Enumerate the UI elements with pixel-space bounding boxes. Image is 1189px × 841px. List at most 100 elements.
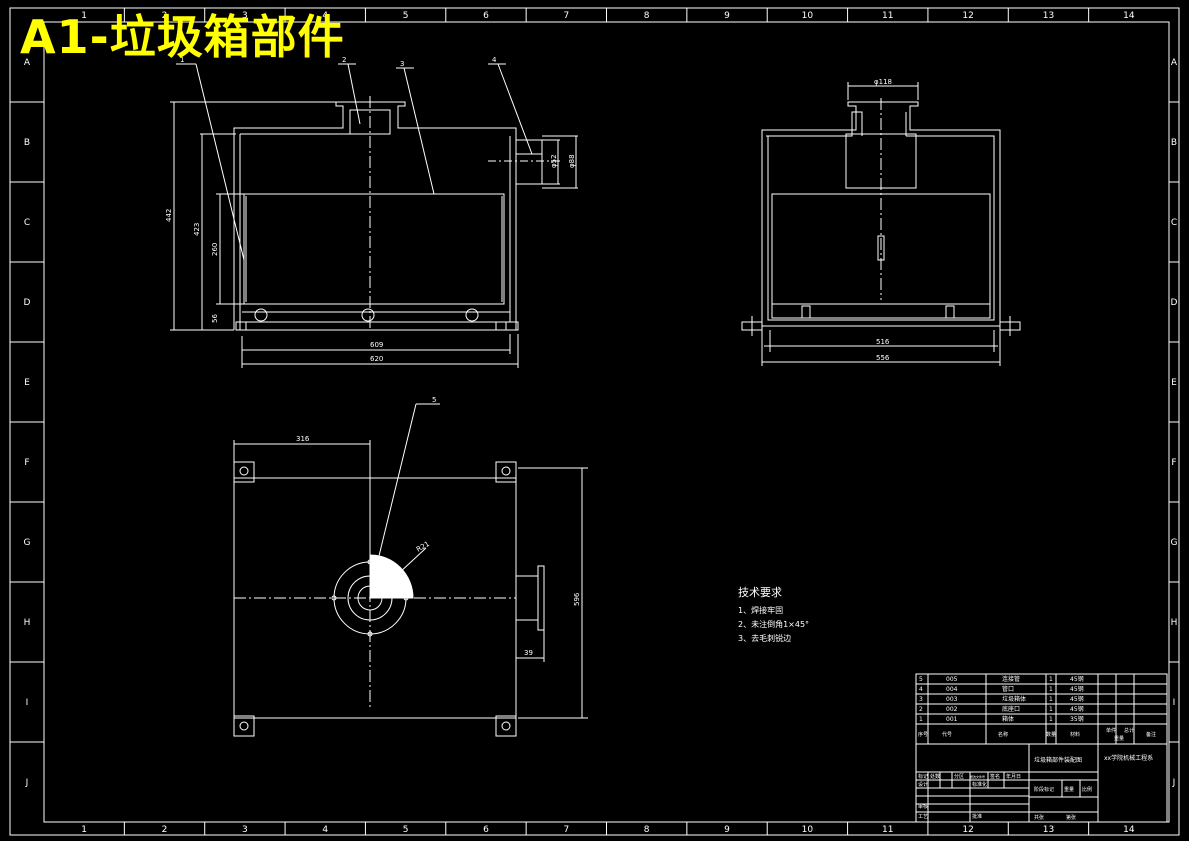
dim-top-pipe: φ118 bbox=[874, 78, 892, 86]
row-label: D bbox=[1171, 298, 1178, 308]
column-label: 5 bbox=[403, 11, 409, 21]
bom-head-qty: 数量 bbox=[1046, 731, 1056, 738]
bom-cell-no: 1 bbox=[919, 716, 923, 723]
column-label: 9 bbox=[724, 825, 730, 835]
tb-label-total-sheets: 共张 bbox=[1034, 814, 1044, 821]
row-label: J bbox=[1172, 778, 1176, 788]
row-label: G bbox=[1171, 538, 1178, 548]
bom-cell-no: 2 bbox=[919, 706, 923, 713]
bom-cell-name: 垃圾箱体 bbox=[1002, 695, 1026, 703]
column-label: 4 bbox=[322, 11, 328, 21]
column-label: 11 bbox=[882, 11, 893, 21]
tb-label-scale: 比例 bbox=[1082, 786, 1092, 793]
sheet-title: A1-垃圾箱部件 bbox=[20, 10, 345, 64]
bom-cell-code: 004 bbox=[946, 686, 958, 693]
tb-label-weight: 重量 bbox=[1064, 786, 1074, 793]
row-label: F bbox=[1171, 458, 1176, 468]
bom-cell-qty: 1 bbox=[1049, 706, 1053, 713]
row-label: C bbox=[24, 218, 30, 228]
column-label: 3 bbox=[242, 11, 248, 21]
column-label: 7 bbox=[563, 11, 569, 21]
row-label: G bbox=[24, 538, 31, 548]
bom-cell-code: 001 bbox=[946, 716, 958, 723]
bom-head-name: 名称 bbox=[998, 731, 1008, 738]
bom-head-single: 单件 bbox=[1106, 727, 1116, 734]
column-label: 10 bbox=[802, 825, 814, 835]
row-label: H bbox=[1171, 618, 1178, 628]
tb-label-design: 设计 bbox=[918, 781, 928, 788]
column-label: 3 bbox=[242, 825, 248, 835]
column-label: 1 bbox=[81, 11, 87, 21]
row-label: C bbox=[1171, 218, 1177, 228]
column-label: 14 bbox=[1123, 825, 1135, 835]
frame-ticks bbox=[10, 8, 1179, 835]
tb-label-count: 处数 bbox=[930, 773, 940, 780]
tb-label-approve: 批准 bbox=[972, 813, 982, 820]
dim-top-offset: 316 bbox=[296, 435, 310, 443]
dim-radius: R21 bbox=[415, 540, 431, 554]
bom-cell-qty: 1 bbox=[1049, 716, 1053, 723]
balloon-3: 3 bbox=[400, 60, 404, 68]
bom-cell-code: 002 bbox=[946, 706, 958, 713]
top-view: 5 316 596 39 R21 bbox=[233, 396, 588, 737]
bom-cell-name: 管口 bbox=[1002, 685, 1014, 693]
bom-cell-name: 底座口 bbox=[1002, 705, 1020, 713]
dim-bin-height: 260 bbox=[211, 243, 219, 256]
column-label: 6 bbox=[483, 11, 489, 21]
balloon-2: 2 bbox=[342, 56, 346, 64]
row-label: F bbox=[24, 458, 29, 468]
tb-label-standard: 标准化 bbox=[972, 781, 987, 788]
side-view: φ118 516 556 bbox=[741, 78, 1021, 366]
column-label: 2 bbox=[162, 11, 168, 21]
tb-label-mark: 标记 bbox=[918, 773, 928, 780]
tech-item-3: 3、去毛刺锐边 bbox=[738, 633, 791, 643]
tech-item-1: 1、焊接牢固 bbox=[738, 605, 783, 615]
column-label: 7 bbox=[563, 825, 569, 835]
tb-label-sign: 签名 bbox=[990, 773, 1000, 780]
column-label: 9 bbox=[724, 11, 730, 21]
bom-cell-no: 5 bbox=[919, 676, 923, 683]
dim-pipe-flange: φ88 bbox=[568, 154, 576, 168]
column-label: 8 bbox=[644, 825, 650, 835]
balloon-4: 4 bbox=[492, 56, 497, 64]
tb-label-date: 年月日 bbox=[1006, 773, 1021, 780]
bom-cell-name: 连接管 bbox=[1002, 675, 1020, 683]
tb-label-review: 审核 bbox=[918, 803, 928, 810]
technical-requirements: 技术要求 1、焊接牢固 2、未注倒角1×45° 3、去毛刺锐边 bbox=[738, 586, 809, 643]
bom-cell-material: 45钢 bbox=[1070, 675, 1084, 683]
balloon-5: 5 bbox=[432, 396, 436, 404]
title-block: 垃圾箱部件装配图 xx学院机械工程系 标记 处数 分区 更改文件号 签名 年月日… bbox=[915, 673, 1168, 823]
row-label: I bbox=[26, 698, 29, 708]
row-label: D bbox=[24, 298, 31, 308]
dim-base-height: 56 bbox=[211, 314, 219, 323]
company-name: xx学院机械工程系 bbox=[1104, 754, 1153, 762]
row-label: B bbox=[24, 138, 30, 148]
column-label: 13 bbox=[1043, 825, 1054, 835]
bom-cell-material: 45钢 bbox=[1070, 705, 1084, 713]
bom-head-material: 材料 bbox=[1070, 731, 1080, 738]
bom-head-weight: 重量 bbox=[1114, 735, 1124, 742]
tb-label-change: 更改文件号 bbox=[970, 774, 985, 779]
column-label: 5 bbox=[403, 825, 409, 835]
row-label: E bbox=[1171, 378, 1177, 388]
column-label: 8 bbox=[644, 11, 650, 21]
column-label: 12 bbox=[962, 11, 973, 21]
bom-cell-no: 4 bbox=[919, 686, 923, 693]
row-label: J bbox=[25, 778, 29, 788]
column-label: 4 bbox=[322, 825, 328, 835]
tb-label-sheet-no: 第张 bbox=[1066, 814, 1076, 821]
dim-inner-height: 423 bbox=[193, 223, 201, 236]
tech-heading: 技术要求 bbox=[738, 586, 782, 599]
bom-cell-qty: 1 bbox=[1049, 696, 1053, 703]
bom-head-no: 序号 bbox=[918, 731, 928, 738]
bom-cell-no: 3 bbox=[919, 696, 923, 703]
row-label: H bbox=[24, 618, 31, 628]
column-label: 13 bbox=[1043, 11, 1054, 21]
tb-label-process: 工艺 bbox=[918, 814, 928, 820]
dim-overall-height: 442 bbox=[165, 209, 173, 222]
